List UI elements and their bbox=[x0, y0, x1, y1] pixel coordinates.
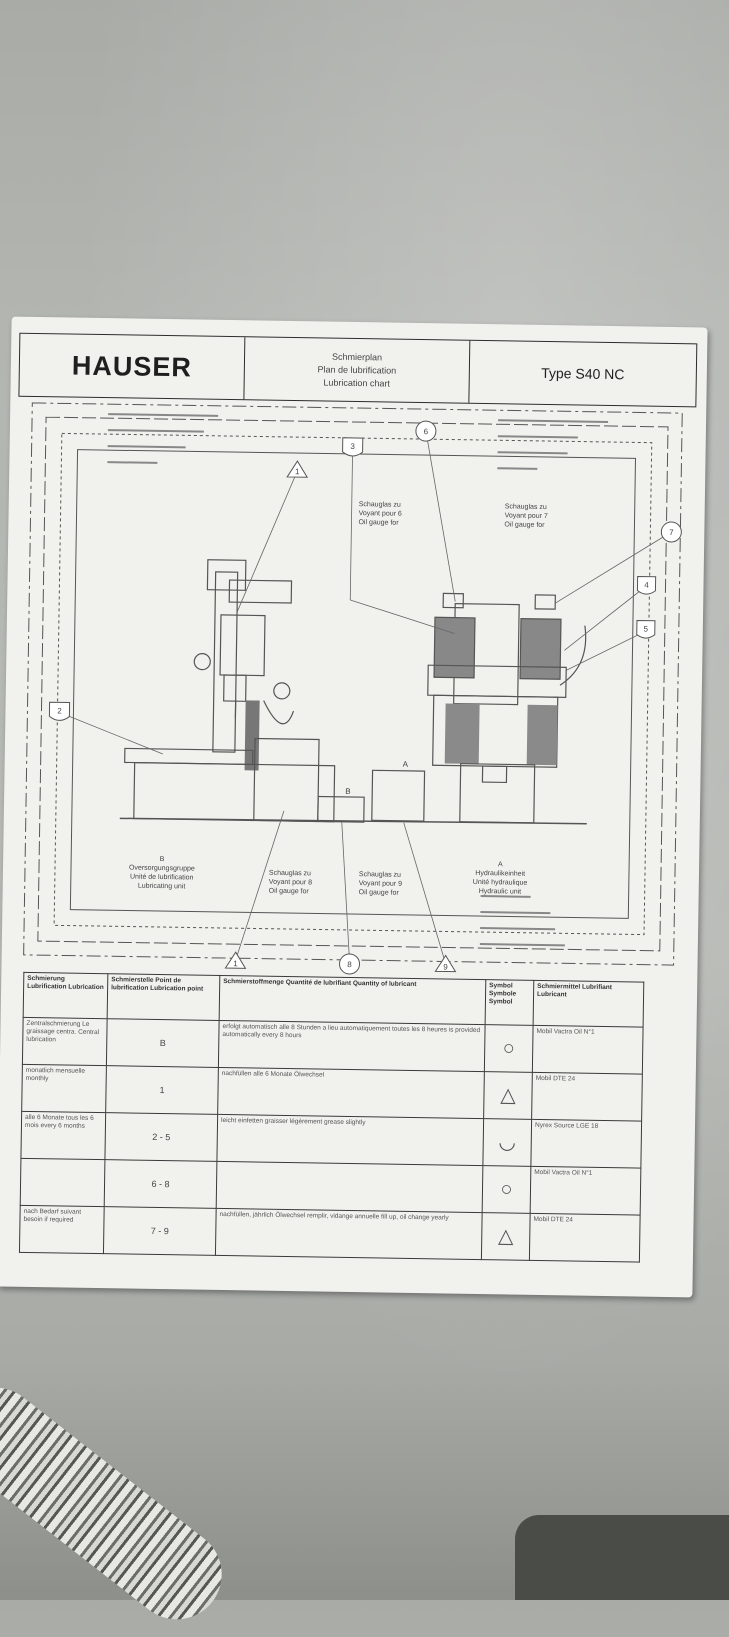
header-lubrication: Schmierung Lubrification Lubrication bbox=[23, 972, 108, 1018]
marker-9: 9 bbox=[443, 962, 448, 971]
marker-4: 4 bbox=[644, 581, 649, 590]
header-symbol: Symbol Symbole Symbol bbox=[485, 980, 534, 1026]
lubrication-plate: HAUSER Schmierplan Plan de lubrification… bbox=[0, 317, 708, 1298]
header-point: Schmierstelle Point de lubrification Lub… bbox=[107, 974, 220, 1021]
machine-type: Type S40 NC bbox=[469, 341, 696, 407]
lubrication-table: Schmierung Lubrification Lubrication Sch… bbox=[19, 972, 644, 1282]
marker-a: A bbox=[403, 760, 409, 769]
marker-8: 8 bbox=[347, 960, 352, 969]
marker-1: 1 bbox=[295, 467, 300, 476]
header-lubricant: Schmiermittel Lubrifiant Lubricant bbox=[533, 980, 644, 1027]
brand-logo: HAUSER bbox=[19, 334, 245, 400]
marker-2: 2 bbox=[57, 706, 62, 715]
marker-3: 3 bbox=[350, 442, 355, 451]
marker-6: 6 bbox=[424, 427, 429, 436]
lubrication-diagram: B A 6 bbox=[9, 397, 694, 983]
marker-b: B bbox=[345, 787, 350, 796]
machine-corner bbox=[515, 1515, 729, 1600]
machine-front-view bbox=[426, 593, 587, 823]
marker-7: 7 bbox=[669, 528, 674, 537]
chart-title: Schmierplan Plan de lubrification Lubric… bbox=[244, 337, 470, 403]
header-quantity: Schmierstoffmenge Quantité de lubrifiant… bbox=[219, 975, 486, 1024]
flexible-hose bbox=[0, 1370, 240, 1637]
marker-5: 5 bbox=[644, 625, 649, 634]
marker-1-bottom: 1 bbox=[233, 959, 238, 968]
machine-side-view bbox=[124, 558, 338, 821]
plate-header: HAUSER Schmierplan Plan de lubrification… bbox=[18, 333, 697, 408]
